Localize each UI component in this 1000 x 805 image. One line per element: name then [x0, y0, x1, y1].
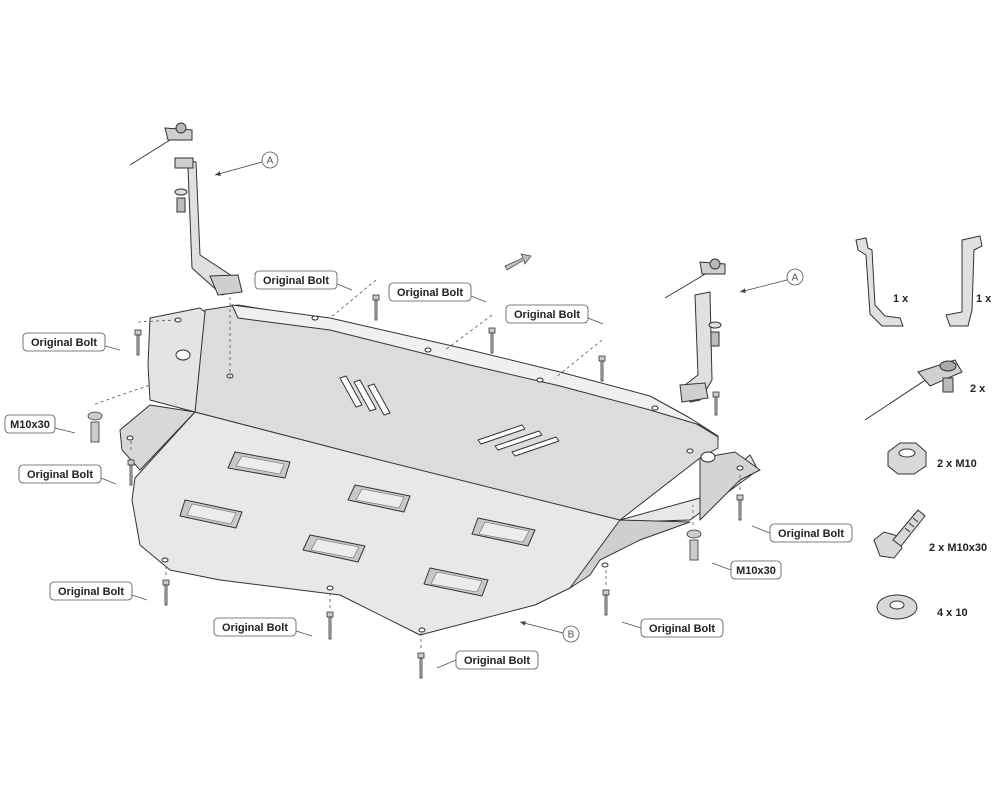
bolt-left-2	[127, 459, 135, 486]
callout-a-right-circle	[786, 268, 804, 286]
part-bolt-qty: 2 x M10x30	[929, 542, 987, 554]
label-original-bolt-8: Original Bolt	[436, 650, 539, 670]
part-nut-icon	[887, 442, 927, 475]
plate-rear-panel	[569, 519, 691, 589]
svg-text:Original Bolt: Original Bolt	[397, 287, 463, 299]
dashed-leaders	[94, 279, 741, 648]
recess-panel-insets	[186, 455, 530, 593]
label-original-bolt-7: Original Bolt	[213, 617, 313, 637]
part-washer-icon	[876, 594, 918, 620]
svg-text:Original Bolt: Original Bolt	[464, 655, 530, 667]
bolt-bottom-3	[417, 652, 425, 679]
label-original-bolt-10: Original Bolt	[751, 523, 853, 543]
label-original-bolt-5: Original Bolt	[18, 464, 117, 485]
callout-a-left-leader	[214, 161, 263, 176]
callout-b-leader	[519, 621, 564, 634]
label-original-bolt-4: Original Bolt	[22, 332, 121, 352]
callout-a-right: A	[792, 273, 799, 284]
mount-holes	[126, 315, 744, 633]
part-right-bracket-icon	[945, 235, 983, 327]
parts-list: 1 x 1 x 2 x 2 x M10 2 x M10x30	[855, 235, 992, 620]
svg-text:Original Bolt: Original Bolt	[778, 528, 844, 540]
label-original-bolt-9: Original Bolt	[621, 618, 724, 638]
vent-slots-left	[339, 375, 391, 416]
part-cable-fastener-qty: 2 x	[970, 383, 986, 395]
callout-a-left: A	[267, 156, 274, 167]
bolts	[87, 294, 744, 679]
label-m10x30-left: M10x30	[4, 414, 76, 434]
plate-top-strip	[231, 304, 719, 437]
label-original-bolt-3: Original Bolt	[505, 304, 604, 325]
callout-a-left-circle	[261, 151, 279, 169]
part-cable-fastener-icon	[864, 359, 963, 421]
bolt-left-m10	[87, 411, 103, 443]
svg-text:Original Bolt: Original Bolt	[27, 469, 93, 481]
plate-left-wing	[147, 307, 206, 413]
label-original-bolt-6: Original Bolt	[49, 581, 148, 601]
bolt-left-1	[134, 329, 142, 356]
skid-plate	[119, 304, 761, 636]
bolt-bottom-1	[162, 579, 170, 606]
label-original-bolt-2: Original Bolt	[388, 282, 487, 303]
part-nut-qty: 2 x M10	[937, 458, 977, 470]
bracket-right	[664, 258, 726, 403]
svg-text:M10x30: M10x30	[736, 565, 776, 577]
bracket-left	[129, 122, 243, 296]
svg-text:M10x30: M10x30	[10, 419, 50, 431]
callout-b: B	[568, 630, 575, 641]
svg-text:Original Bolt: Original Bolt	[649, 623, 715, 635]
svg-text:Original Bolt: Original Bolt	[514, 309, 580, 321]
plate-left-tab	[119, 404, 196, 471]
svg-text:Original Bolt: Original Bolt	[31, 337, 97, 349]
bolt-bottom-2	[326, 611, 334, 640]
bolt-right-m10	[686, 529, 702, 561]
vent-slots-right	[477, 424, 560, 457]
bolt-right-1	[602, 589, 610, 616]
svg-text:Original Bolt: Original Bolt	[263, 275, 329, 287]
svg-text:Original Bolt: Original Bolt	[222, 622, 288, 634]
bolt-bracket-right	[712, 391, 720, 416]
part-washer-qty: 4 x 10	[937, 607, 968, 619]
part-left-bracket-icon	[855, 237, 904, 327]
part-right-bracket-qty: 1 x	[976, 293, 992, 305]
svg-text:Original Bolt: Original Bolt	[58, 586, 124, 598]
label-m10x30-right: M10x30	[711, 560, 782, 580]
callout-a-right-leader	[739, 279, 788, 293]
front-direction-arrow	[504, 253, 532, 271]
bolt-top-1	[372, 294, 380, 321]
plate-right-tab	[699, 451, 761, 521]
bolt-right-2	[736, 494, 744, 521]
part-left-bracket-qty: 1 x	[893, 293, 909, 305]
bolt-top-2	[488, 327, 496, 354]
label-original-bolt-1: Original Bolt	[254, 270, 353, 291]
bolt-top-3	[598, 355, 606, 382]
part-bolt-icon	[873, 509, 926, 559]
callout-b-circle	[562, 625, 580, 643]
